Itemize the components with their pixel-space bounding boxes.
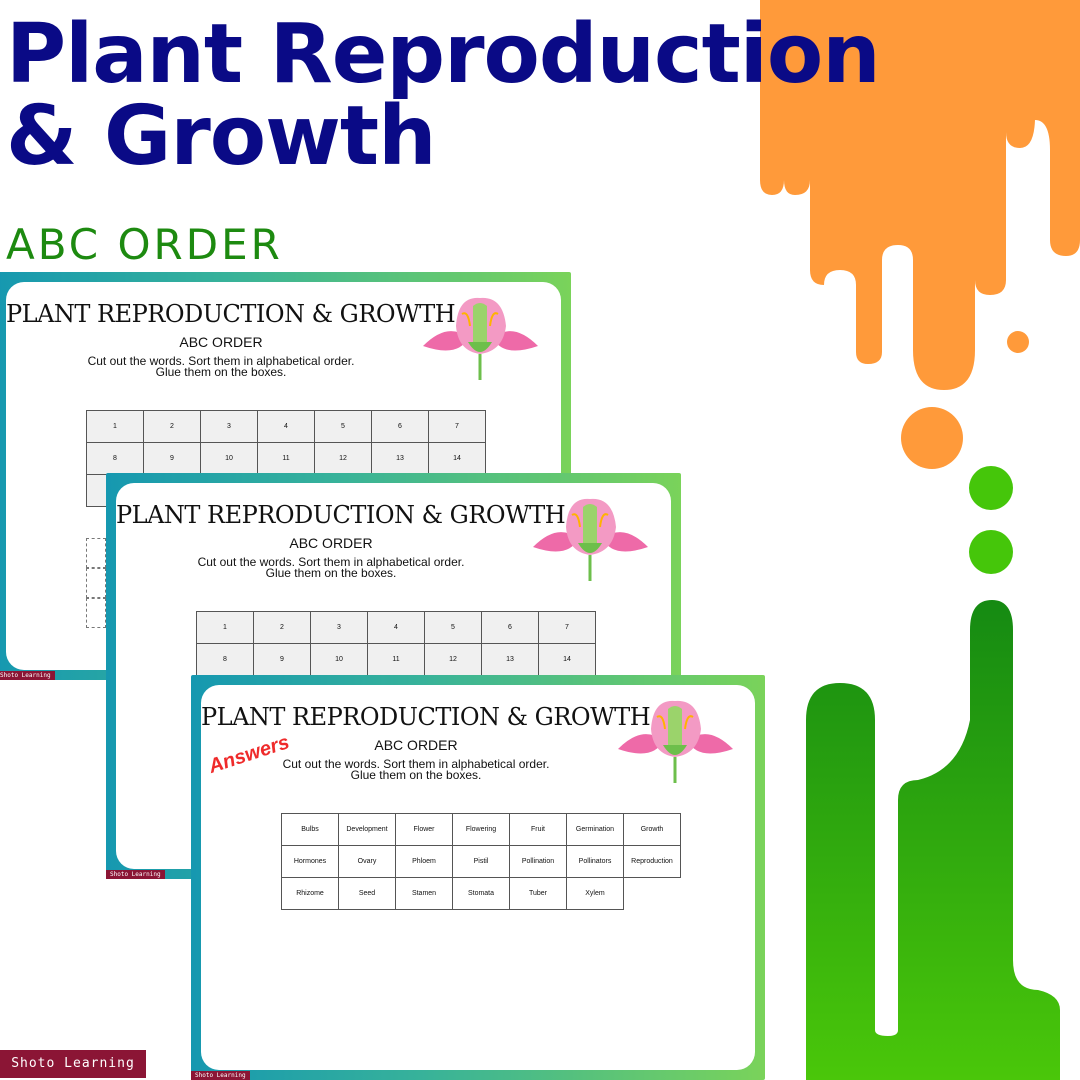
grid-cell: 14 xyxy=(428,442,486,475)
grid-cell: 13 xyxy=(481,643,539,676)
instruction-line-1: Cut out the words. Sort them in alphabet… xyxy=(197,555,465,569)
worksheet-card-answers: PLANT REPRODUCTION & GROWTH ABC ORDER Cu… xyxy=(191,675,765,1080)
card-title: PLANT REPRODUCTION & GROWTH xyxy=(201,703,651,731)
title-line-1: Plant Reproduction xyxy=(6,7,881,102)
answer-cell: Hormones xyxy=(281,845,339,878)
grid-cell: 4 xyxy=(367,611,425,644)
grid-cell: 7 xyxy=(538,611,596,644)
answer-cell: Seed xyxy=(338,877,396,910)
card-instructions: Cut out the words. Sort them in alphabet… xyxy=(116,555,546,580)
card-instructions: Cut out the words. Sort them in alphabet… xyxy=(201,757,631,782)
flower-icon xyxy=(618,700,733,783)
grid-cell: 6 xyxy=(371,410,429,443)
answer-cell: Flowering xyxy=(452,813,510,846)
answer-cell: Growth xyxy=(623,813,681,846)
card-footer-tag: Shoto Learning xyxy=(0,671,55,680)
card-title: PLANT REPRODUCTION & GROWTH xyxy=(6,300,456,328)
grid-cell: 8 xyxy=(86,442,144,475)
card-title: PLANT REPRODUCTION & GROWTH xyxy=(116,501,566,529)
grid-cell: 2 xyxy=(253,611,311,644)
instruction-line-1: Cut out the words. Sort them in alphabet… xyxy=(282,757,550,771)
card-footer-tag: Shoto Learning xyxy=(106,870,165,879)
answer-cell xyxy=(624,878,681,910)
cut-box xyxy=(86,598,106,628)
grid-cell: 9 xyxy=(143,442,201,475)
grid-cell: 12 xyxy=(314,442,372,475)
card-subtitle: ABC ORDER xyxy=(374,737,458,753)
answer-cell: Pollination xyxy=(509,845,567,878)
instruction-line-2: Glue them on the boxes. xyxy=(155,365,287,379)
grid-cell: 5 xyxy=(314,410,372,443)
grid-cell: 8 xyxy=(196,643,254,676)
instruction-line-2: Glue them on the boxes. xyxy=(350,768,482,782)
grid-cell: 3 xyxy=(310,611,368,644)
grid-cell: 12 xyxy=(424,643,482,676)
grid-cell: 1 xyxy=(86,410,144,443)
answer-grid: 1 2 3 4 5 6 7 8 9 10 11 12 13 14 xyxy=(196,611,596,676)
answer-cell: Tuber xyxy=(509,877,567,910)
grid-cell: 11 xyxy=(367,643,425,676)
flower-icon xyxy=(533,498,648,581)
flower-icon xyxy=(423,297,538,380)
grid-cell: 9 xyxy=(253,643,311,676)
answer-cell: Stamen xyxy=(395,877,453,910)
page-subtitle: ABC ORDER xyxy=(6,220,283,269)
grid-cell: 11 xyxy=(257,442,315,475)
grid-cell: 6 xyxy=(481,611,539,644)
instruction-line-2: Glue them on the boxes. xyxy=(265,566,397,580)
answer-cell: Pollinators xyxy=(566,845,624,878)
grid-cell: 7 xyxy=(428,410,486,443)
answer-cell: Bulbs xyxy=(281,813,339,846)
cut-word-boxes xyxy=(86,538,106,628)
grid-cell: 2 xyxy=(143,410,201,443)
card-subtitle: ABC ORDER xyxy=(179,334,263,350)
brand-label: Shoto Learning xyxy=(0,1050,146,1078)
answer-cell: Development xyxy=(338,813,396,846)
grid-cell: 3 xyxy=(200,410,258,443)
worksheet-card-answers-inner: PLANT REPRODUCTION & GROWTH ABC ORDER Cu… xyxy=(201,685,755,1070)
page-title: Plant Reproduction & Growth xyxy=(6,7,881,184)
answer-cell: Fruit xyxy=(509,813,567,846)
grid-cell: 1 xyxy=(196,611,254,644)
answer-cell: Pistil xyxy=(452,845,510,878)
grid-cell: 10 xyxy=(310,643,368,676)
answer-cell: Xylem xyxy=(566,877,624,910)
answers-grid: Bulbs Development Flower Flowering Fruit… xyxy=(281,813,681,910)
grid-cell: 4 xyxy=(257,410,315,443)
answer-cell: Rhizome xyxy=(281,877,339,910)
answer-cell: Ovary xyxy=(338,845,396,878)
answer-cell: Stomata xyxy=(452,877,510,910)
cut-box xyxy=(86,568,106,598)
grid-cell: 14 xyxy=(538,643,596,676)
instruction-line-1: Cut out the words. Sort them in alphabet… xyxy=(87,354,355,368)
answer-cell: Phloem xyxy=(395,845,453,878)
card-instructions: Cut out the words. Sort them in alphabet… xyxy=(6,354,436,379)
answer-cell: Reproduction xyxy=(623,845,681,878)
answer-cell: Germination xyxy=(566,813,624,846)
grid-cell: 10 xyxy=(200,442,258,475)
cut-box xyxy=(86,538,106,568)
card-subtitle: ABC ORDER xyxy=(289,535,373,551)
grid-cell: 13 xyxy=(371,442,429,475)
grid-cell: 5 xyxy=(424,611,482,644)
card-footer-tag: Shoto Learning xyxy=(191,1071,250,1080)
answer-cell: Flower xyxy=(395,813,453,846)
title-line-2: & Growth xyxy=(6,89,436,184)
